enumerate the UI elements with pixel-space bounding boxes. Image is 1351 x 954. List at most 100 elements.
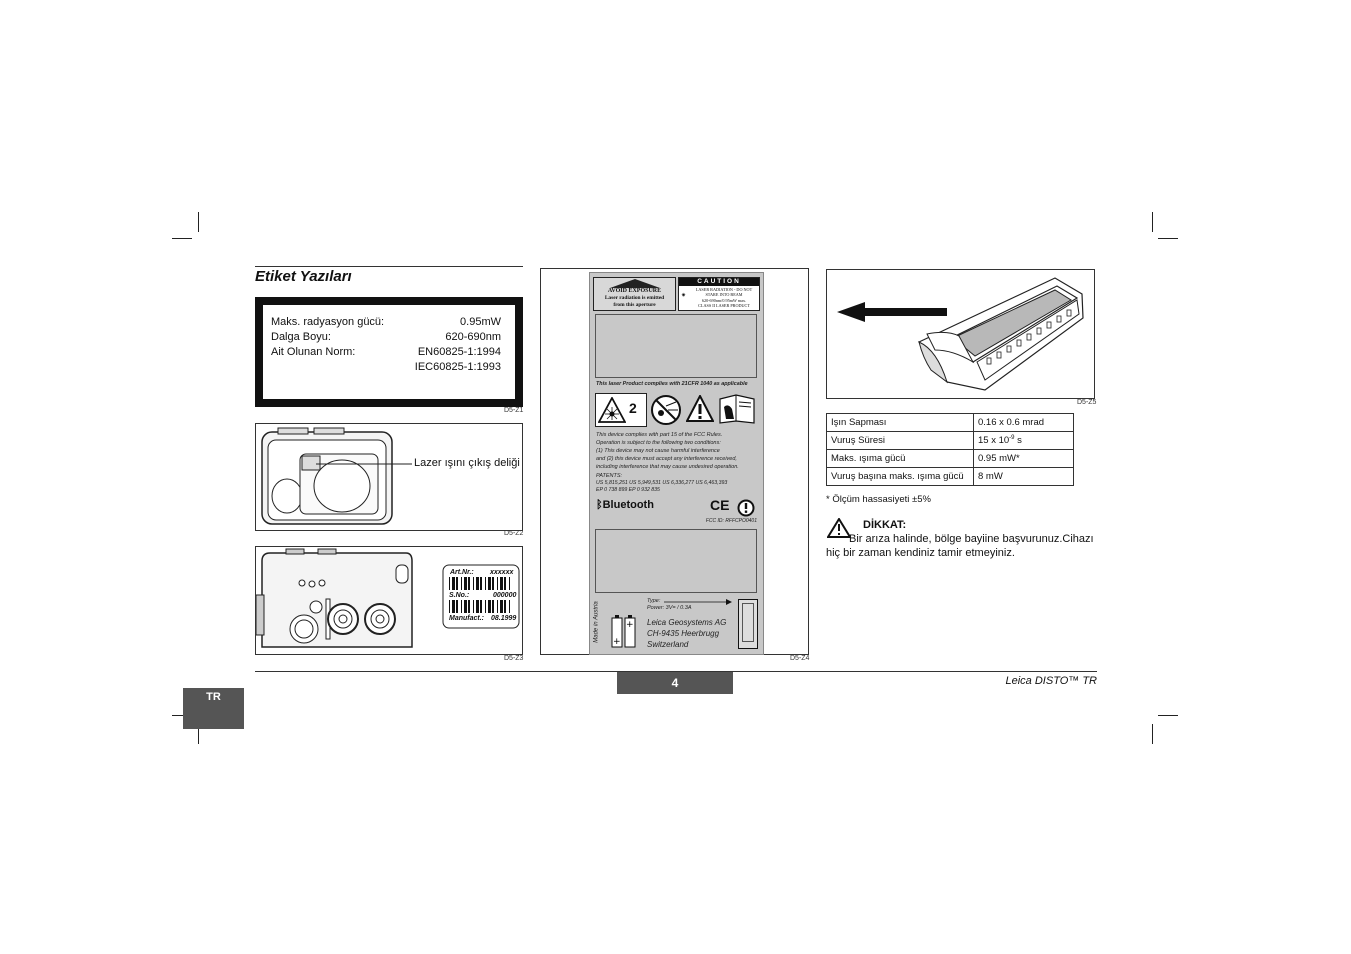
blank-area (595, 314, 757, 378)
barcode (449, 577, 513, 590)
caution-box: CAUTION LASER RADIATION - DO NOT STARE I… (678, 277, 760, 311)
laser-class-box: 2 (595, 393, 647, 427)
avoid-exposure-text: Laser radiation is emitted (604, 295, 665, 301)
blank-area (595, 529, 757, 593)
label-window (738, 599, 758, 649)
page-number: 4 (617, 672, 733, 694)
bluetooth-icon: ᛒ (596, 499, 603, 511)
warning-text: Bir arıza halinde, bölge bayiine başvuru… (849, 533, 1094, 545)
avoid-exposure-title: AVOID EXPOSURE (607, 288, 662, 294)
caution-text: 620-690nm/0.95mW max. (701, 298, 747, 303)
no-stare-icon (651, 395, 681, 425)
figure-code: D5-Z1 (504, 407, 524, 414)
table-cell-label: Vuruş Süresi (826, 431, 974, 450)
battery-icon: + + (611, 615, 636, 648)
spec-row: IEC60825-1:1993 (271, 361, 501, 376)
value-base: 15 x 10 (978, 435, 1010, 447)
crop-mark (1152, 724, 1153, 744)
spec-value: 620-690nm (445, 331, 501, 343)
serial-number-label: S.No.: (449, 592, 470, 599)
laser-exit-figure: Lazer ışını çıkış deliği (255, 423, 523, 531)
patents-text: US 5,815,251 US 5,949,531 US 6,336,277 U… (596, 480, 728, 486)
laser-star-icon: ✷ (681, 293, 687, 299)
product-name: Leica DISTO™ TR (1005, 675, 1098, 687)
spec-key: Dalga Boyu: (271, 331, 331, 343)
caution-text: LASER RADIATION - DO NOT (695, 287, 753, 292)
device-front-drawing (261, 427, 412, 525)
serial-label-figure: Art.Nr.: xxxxxx S.No.: 000000 Manufact.:… (255, 546, 523, 655)
fcc-id: FCC ID: RFFCPO0401 (705, 518, 757, 524)
footer-rule (255, 671, 1097, 672)
figure-code: D5-Z2 (504, 530, 524, 537)
art-nr-label: Art.Nr.: (450, 569, 474, 576)
value-exponent: -9 (1009, 434, 1015, 441)
svg-text:+: + (613, 637, 621, 647)
table-row: Vuruş başına maks. ışıma gücü 8 mW (826, 467, 1074, 486)
table-row: Vuruş Süresi 15 x 10-9 s (826, 431, 1074, 450)
fcc-text: Operation is subject to the following tw… (596, 440, 721, 446)
read-manual-icon (719, 394, 755, 424)
fcc-text: including interference that may cause un… (596, 464, 739, 470)
table-cell-value: 15 x 10-9 s (973, 431, 1074, 450)
spec-value: 0.95mW (460, 316, 501, 328)
crop-mark (198, 724, 199, 744)
manufacture-date-value: 08.1999 (491, 615, 517, 622)
bluetooth-text: Bluetooth (602, 499, 654, 511)
svg-text:+: + (626, 620, 634, 630)
barcode (449, 600, 513, 613)
serial-number-value: 000000 (493, 592, 517, 599)
spec-value: EN60825-1:1994 (417, 346, 501, 358)
crop-mark (172, 715, 192, 716)
table-row: Maks. ışıma gücü 0.95 mW* (826, 449, 1074, 468)
laser-class-number: 2 (629, 400, 637, 416)
spec-key: Maks. radyasyon gücü: (271, 316, 385, 328)
avoid-exposure-box: AVOID EXPOSURE Laser radiation is emitte… (593, 277, 676, 311)
table-cell-label: Maks. ışıma gücü (826, 449, 974, 468)
device-perspective-drawing (837, 277, 1084, 391)
ce-mark: CE (710, 497, 730, 513)
arrow-up-icon (610, 279, 660, 288)
caution-title: CAUTION (679, 278, 759, 286)
laser-warning-icon (598, 397, 626, 423)
arrow-right-icon (664, 599, 732, 605)
bluetooth-logo: ᛒBluetooth (596, 499, 654, 511)
title-rule (255, 266, 523, 267)
device-label-figure: AVOID EXPOSURE Laser radiation is emitte… (540, 268, 809, 655)
table-cell-value: 0.16 x 0.6 mrad (973, 413, 1074, 432)
crop-mark (1158, 238, 1178, 239)
language-tab: TR (183, 688, 244, 729)
power-label: Power: 3V= / 0.3A (647, 605, 692, 611)
table-row: Işın Sapması 0.16 x 0.6 mrad (826, 413, 1074, 432)
fcc-text: (1) This device may not cause harmful in… (596, 448, 720, 454)
spec-value: IEC60825-1:1993 (414, 361, 501, 373)
footnote: * Ölçüm hassasiyeti ±5% (826, 494, 932, 505)
manufacture-date-label: Manufact.: (449, 615, 484, 622)
crop-mark (1158, 715, 1178, 716)
avoid-exposure-text: from this aperture (613, 301, 656, 308)
beam-direction-figure (826, 269, 1095, 399)
spec-key: Ait Olunan Norm: (271, 346, 356, 358)
value-unit: s (1014, 435, 1022, 447)
patents-text: EP 0 738 899 EP 0 932 835 (596, 487, 660, 493)
beam-arrow-icon (837, 302, 947, 322)
laser-exit-label: Lazer ışını çıkış deliği (414, 457, 520, 469)
crop-mark (1152, 212, 1153, 232)
table-cell-value: 8 mW (973, 467, 1074, 486)
crop-mark (198, 212, 199, 232)
caution-text: STARE INTO BEAM (705, 292, 743, 297)
warning-text: hiç bir zaman kendiniz tamir etmeyiniz. (826, 547, 1015, 559)
spec-row: Maks. radyasyon gücü: 0.95mW (271, 316, 501, 331)
type-label: Type: (647, 598, 661, 604)
table-cell-label: Vuruş başına maks. ışıma gücü (826, 467, 974, 486)
spec-row: Ait Olunan Norm: EN60825-1:1994 (271, 346, 501, 361)
company-address: CH-9435 Heerbrugg (647, 629, 720, 638)
caution-text: CLASS II LASER PRODUCT (698, 303, 750, 308)
crop-mark (172, 238, 192, 239)
figure-code: D5-Z3 (504, 655, 524, 662)
alert-circle-icon (737, 499, 755, 517)
spec-row: Dalga Boyu: 620-690nm (271, 331, 501, 346)
table-cell-label: Işın Sapması (826, 413, 974, 432)
fcc-text: and (2) this device must accept any inte… (596, 456, 737, 462)
art-nr-value: xxxxxx (490, 569, 514, 576)
figure-code: D5-Z5 (1077, 399, 1097, 406)
